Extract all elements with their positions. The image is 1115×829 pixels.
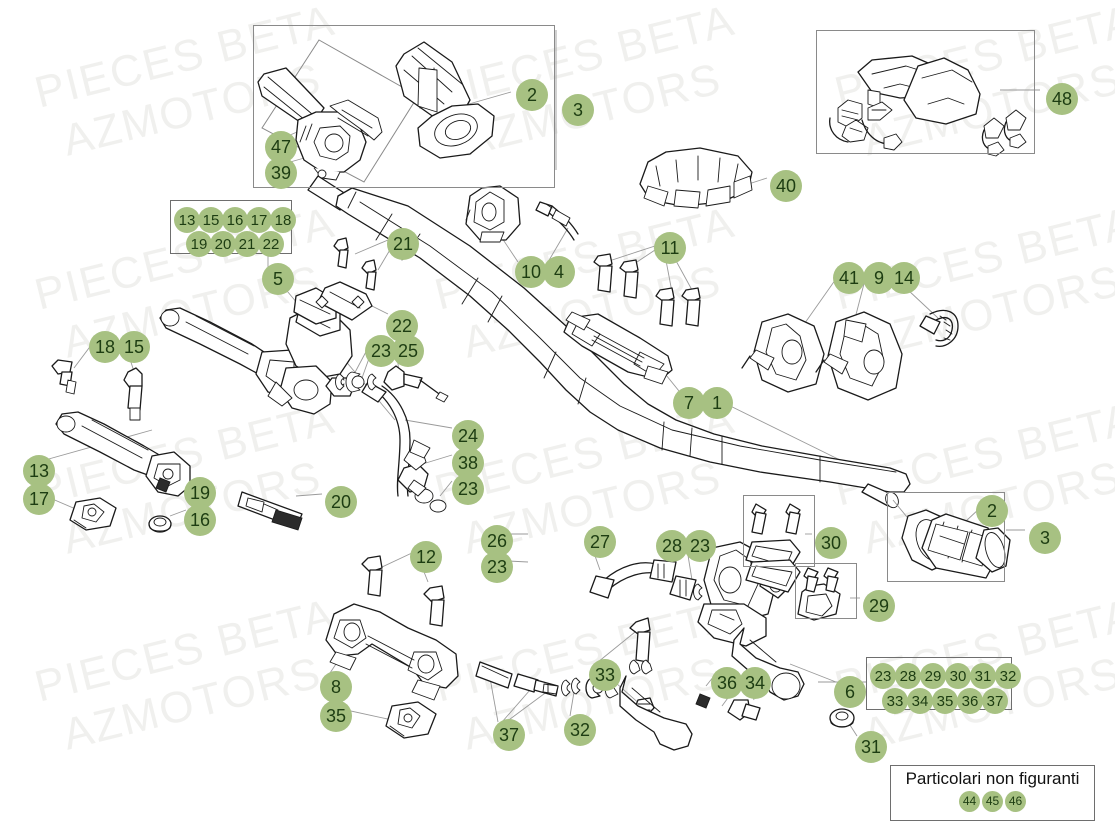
callout-33[interactable]: 33 (589, 659, 621, 691)
callout-20[interactable]: 20 (325, 486, 357, 518)
handguard-art (829, 55, 1027, 157)
callout-18[interactable]: 18 (89, 331, 121, 363)
callout-30[interactable]: 30 (945, 663, 971, 689)
callout-23[interactable]: 23 (452, 473, 484, 505)
callout-21[interactable]: 21 (234, 231, 260, 257)
callout-11[interactable]: 11 (654, 232, 686, 264)
callout-37[interactable]: 37 (982, 688, 1008, 714)
callout-40[interactable]: 40 (770, 170, 802, 202)
throttle-assembly-inset (253, 25, 555, 188)
callout-36[interactable]: 36 (957, 688, 983, 714)
callout-15[interactable]: 15 (118, 331, 150, 363)
callout-26[interactable]: 26 (481, 525, 513, 557)
callout-48[interactable]: 48 (1046, 83, 1078, 115)
callout-20[interactable]: 20 (210, 231, 236, 257)
callout-22[interactable]: 22 (258, 231, 284, 257)
callout-29[interactable]: 29 (863, 590, 895, 622)
callout-33[interactable]: 33 (882, 688, 908, 714)
callout-2[interactable]: 2 (516, 79, 548, 111)
legend-title: Particolari non figuranti (905, 769, 1080, 788)
plate-and-bolts-art (315, 237, 377, 321)
brake-master-cylinder-art (159, 287, 355, 415)
legend-callout-45[interactable]: 45 (982, 790, 1003, 812)
callout-16[interactable]: 16 (184, 504, 216, 536)
clamp-inset (795, 563, 857, 619)
callout-23[interactable]: 23 (481, 551, 513, 583)
callout-14[interactable]: 14 (888, 262, 920, 294)
callout-19[interactable]: 19 (186, 231, 212, 257)
right-switch-blocks-art (741, 309, 959, 401)
right-grip-art (861, 483, 1011, 579)
callout-39[interactable]: 39 (265, 157, 297, 189)
callout-35[interactable]: 35 (932, 688, 958, 714)
callout-23[interactable]: 23 (870, 663, 896, 689)
callout-31[interactable]: 31 (970, 663, 996, 689)
callout-37[interactable]: 37 (493, 719, 525, 751)
bar-clamp-art (563, 253, 701, 385)
callout-29[interactable]: 29 (920, 663, 946, 689)
callout-3[interactable]: 3 (1029, 522, 1061, 554)
legend-callout-46[interactable]: 46 (1005, 790, 1026, 812)
callout-6[interactable]: 6 (834, 676, 866, 708)
lower-bar-clamp-art (325, 555, 459, 739)
callout-12[interactable]: 12 (410, 541, 442, 573)
clutch-cable-art (335, 365, 449, 513)
callout-17[interactable]: 17 (23, 483, 55, 515)
callout-36[interactable]: 36 (711, 667, 743, 699)
callout-23[interactable]: 23 (684, 530, 716, 562)
callout-16[interactable]: 16 (222, 207, 248, 233)
callout-13[interactable]: 13 (23, 455, 55, 487)
callout-21[interactable]: 21 (387, 228, 419, 260)
callout-30[interactable]: 30 (815, 527, 847, 559)
callout-10[interactable]: 10 (515, 256, 547, 288)
callout-17[interactable]: 17 (246, 207, 272, 233)
callout-15[interactable]: 15 (198, 207, 224, 233)
callout-1[interactable]: 1 (701, 387, 733, 419)
callout-18[interactable]: 18 (270, 207, 296, 233)
callout-35[interactable]: 35 (320, 700, 352, 732)
callout-19[interactable]: 19 (184, 477, 216, 509)
legend-callout-44[interactable]: 44 (959, 790, 980, 812)
callout-31[interactable]: 31 (855, 731, 887, 763)
callout-23[interactable]: 23 (365, 335, 397, 367)
callout-3[interactable]: 3 (562, 94, 594, 126)
handguard-inset (816, 30, 1035, 154)
callout-24[interactable]: 24 (452, 420, 484, 452)
callout-27[interactable]: 27 (584, 526, 616, 558)
throttle-assembly-art (257, 39, 495, 211)
callout-41[interactable]: 41 (833, 262, 865, 294)
callout-32[interactable]: 32 (564, 714, 596, 746)
top-clamp-art (639, 147, 753, 209)
callout-28[interactable]: 28 (656, 530, 688, 562)
callout-28[interactable]: 28 (895, 663, 921, 689)
grip-inset (887, 492, 1005, 582)
callout-2[interactable]: 2 (976, 495, 1008, 527)
callout-5[interactable]: 5 (262, 263, 294, 295)
small-hardware-art (475, 617, 855, 751)
clutch-lever-art (51, 359, 303, 533)
callout-34[interactable]: 34 (907, 688, 933, 714)
callout-8[interactable]: 8 (320, 671, 352, 703)
caliper-pad-inset (743, 495, 815, 567)
callout-25[interactable]: 25 (392, 335, 424, 367)
clutch-master-assembly-art (697, 503, 841, 701)
switch-housing-art (465, 185, 579, 243)
callout-7[interactable]: 7 (673, 387, 705, 419)
callout-34[interactable]: 34 (739, 667, 771, 699)
callout-13[interactable]: 13 (174, 207, 200, 233)
callout-4[interactable]: 4 (543, 256, 575, 288)
callout-32[interactable]: 32 (995, 663, 1021, 689)
